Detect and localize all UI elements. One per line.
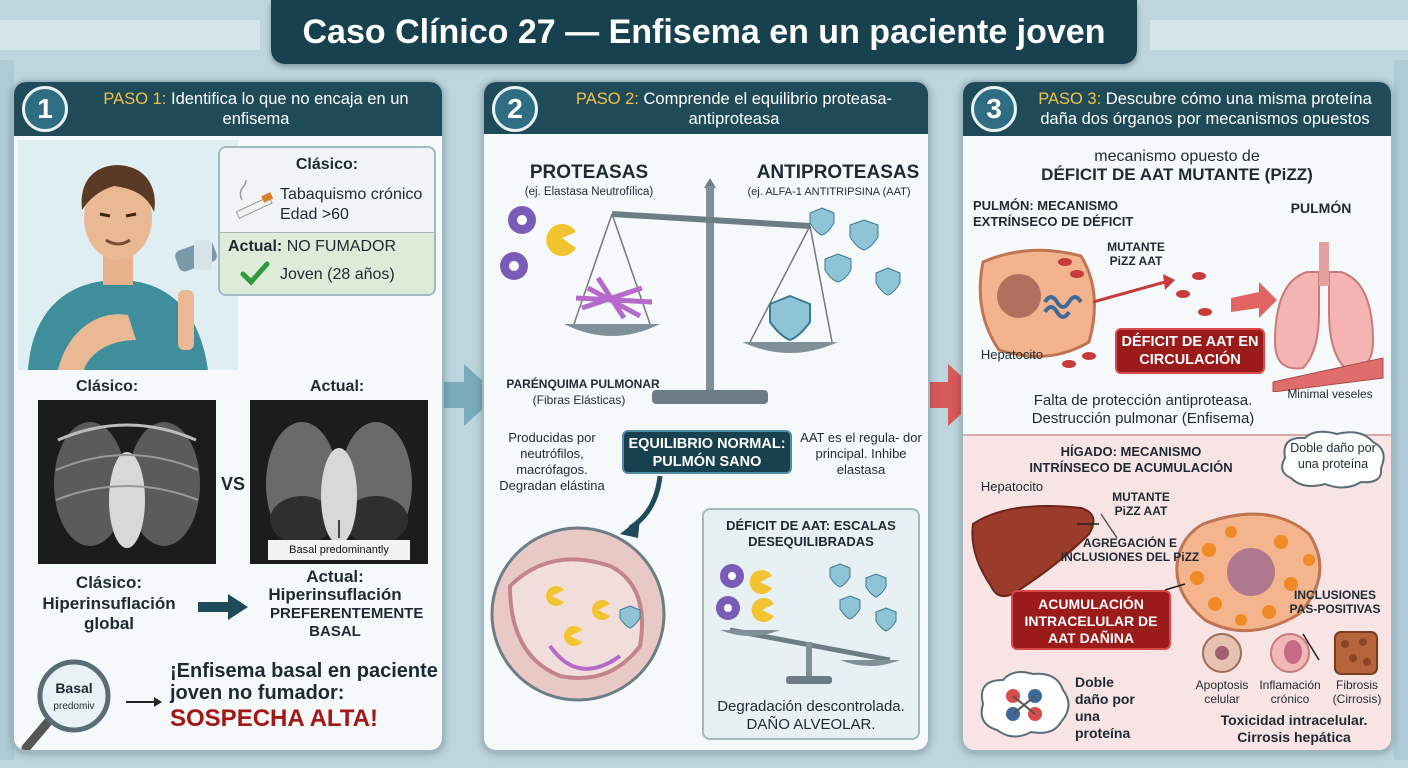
liver-illustration [971, 505, 1322, 661]
step-number: 2 [492, 86, 538, 132]
hepatocyte-lung-illustration [978, 242, 1384, 392]
conclusion-text: ¡Enfisema basal en paciente joven no fum… [170, 660, 438, 704]
xray-actual-image [250, 400, 428, 564]
doble-dano-label: Doble daño por una proteína [1075, 674, 1135, 741]
conclusion-alert: SOSPECHA ALTA! [170, 705, 378, 732]
xray-classic-image [38, 400, 216, 564]
proteasas-description: Producidas por neutrófilos, macrófagos. … [499, 430, 605, 493]
magnifier-icon [21, 659, 111, 750]
deficit-title: DÉFICIT DE AAT: ESCALAS DESEQUILIBRADAS [726, 518, 896, 549]
lung-result: Falta de protección antiproteasa. Destru… [1031, 392, 1255, 427]
hepatocito-label-top: Hepatocito [980, 347, 1044, 362]
panel-title: PASO 2: Comprende el equilibrio proteasa… [575, 90, 893, 128]
vs-label: VS [220, 474, 245, 494]
step-number: 3 [971, 86, 1017, 132]
panel-title: PASO 3: Descubre cómo una misma proteína… [1038, 90, 1372, 128]
vessels-label: Minimal veseles [1287, 387, 1373, 401]
antiproteasas-description: AAT es el regula- dor principal. Inhibe … [800, 430, 922, 477]
checkmark-icon [240, 261, 270, 286]
unbalanced-scale [716, 563, 900, 684]
arrow-right-icon [126, 697, 162, 707]
parenquima-sublabel: (Fibras Elásticas) [532, 393, 626, 407]
arrow-right-icon [420, 364, 498, 426]
proteasas-label: PROTEASAS [529, 162, 649, 183]
lung-label: PULMÓN [1290, 200, 1352, 216]
card-actual-label: Actual: NO FUMADOR [228, 238, 397, 255]
actual-title: Actual: [306, 567, 364, 586]
inclusiones-label: INCLUSIONES PAS-POSITIVAS [1289, 588, 1381, 616]
panel-title: PASO 1: Identifica lo que no encaja en u… [103, 90, 409, 128]
fibrosis-icon [1334, 631, 1378, 675]
classic-desc: Hiperinsuflación global [42, 594, 176, 633]
xray-left-label: Clásico: [76, 378, 139, 395]
step-number: 1 [22, 86, 68, 132]
card-classic-line1: Tabaquismo crónico [280, 186, 423, 203]
patient-illustration [18, 140, 238, 370]
fibrosis-label: Fibrosis (Cirrosis) [1332, 678, 1382, 706]
hepatocito-label-bottom: Hepatocito [980, 479, 1044, 494]
panel-step-1: 1 PASO 1: Identifica lo que no encaja en… [12, 80, 444, 752]
antiproteasas-sublabel: (ej. ALFA-1 ANTITRIPSINA (AAT) [747, 186, 911, 198]
deficit-circulation-box: DÉFICIT DE AAT EN CIRCULACIÓN [1115, 328, 1265, 374]
cloud-icon [980, 671, 1070, 738]
comparison-card: Clásico: Tabaquismo crónico Edad >60 Act… [218, 146, 436, 296]
panel-step-2: 2 PASO 2: Comprende el equilibrio protea… [482, 80, 930, 752]
bubble-text: Doble daño por una proteína [1290, 441, 1376, 471]
inflamacion-label: Inflamación crónico [1259, 678, 1321, 706]
page-title: Caso Clínico 27 — Enfisema en un pacient… [271, 0, 1137, 64]
card-actual-line2: Joven (28 años) [280, 266, 395, 283]
thought-bubble [1281, 430, 1385, 489]
card-classic-line2: Edad >60 [280, 206, 349, 223]
panel-header: 1 PASO 1: Identifica lo que no encaja en… [14, 82, 442, 136]
acumulacion-box: ACUMULACIÓN INTRACELULAR DE AAT DAÑINA [1011, 590, 1171, 650]
alveolus-illustration [490, 526, 666, 702]
mutante-label-bottom: MUTANTE PiZZ AAT [1112, 490, 1170, 518]
classic-title: Clásico: [75, 573, 143, 592]
cigarette-icon [235, 180, 274, 219]
card-actual-section [220, 232, 434, 294]
liver-result: Toxicidad intracelular. Cirrosis hepátic… [1220, 712, 1368, 745]
mutante-label-top: MUTANTE PiZZ AAT [1107, 240, 1165, 268]
proteasas-sublabel: (ej. Elastasa Neutrofílica) [524, 186, 654, 198]
mechanism-subtitle: mecanismo opuesto de [1094, 148, 1260, 165]
deficit-result2: DAÑO ALVEOLAR. [746, 716, 876, 733]
panel-header: 3 PASO 3: Descubre cómo una misma proteí… [963, 82, 1391, 136]
lung-mechanism-title: PULMÓN: MECANISMO EXTRÍNSECO DE DÉFICIT [973, 198, 1134, 229]
parenquima-label: PARÉNQUIMA PULMONAR [506, 377, 660, 391]
deficit-result: Degradación descontrolada. [717, 698, 905, 715]
magnifier-line2: predomiv [53, 701, 95, 712]
balance-scale [500, 178, 901, 404]
panel-step-3: 3 PASO 3: Descubre cómo una misma proteí… [961, 80, 1393, 752]
actual-desc1: Hiperinsuflación [268, 585, 402, 604]
normal-balance-label: EQUILIBRIO NORMAL: PULMÓN SANO [622, 430, 792, 474]
liver-mechanism-title: HÍGADO: MECANISMO INTRÍNSECO DE ACUMULAC… [1029, 444, 1233, 475]
antiproteasas-label: ANTIPROTEASAS [756, 162, 920, 183]
agregacion-label: AGREGACIÓN E INCLUSIONES DEL PiZZ [1060, 536, 1200, 564]
inflammation-icon [1270, 633, 1310, 673]
card-classic-title: Clásico: [295, 156, 359, 173]
apoptosis-label: Apoptosis celular [1195, 678, 1249, 706]
apoptosis-icon [1202, 633, 1242, 673]
arrow-down-icon [620, 475, 663, 538]
actual-desc2: PREFERENTEMENTE BASAL [270, 605, 424, 640]
xray-annotation: Basal predominantly [289, 544, 389, 556]
magnifier-line1: Basal [55, 680, 93, 696]
mechanism-subtitle-bold: DÉFICIT DE AAT MUTANTE (PiZZ) [1041, 165, 1313, 184]
arrow-right-icon [198, 594, 248, 620]
xray-right-label: Actual: [310, 378, 365, 395]
panel-header: 2 PASO 2: Comprende el equilibrio protea… [484, 82, 928, 134]
